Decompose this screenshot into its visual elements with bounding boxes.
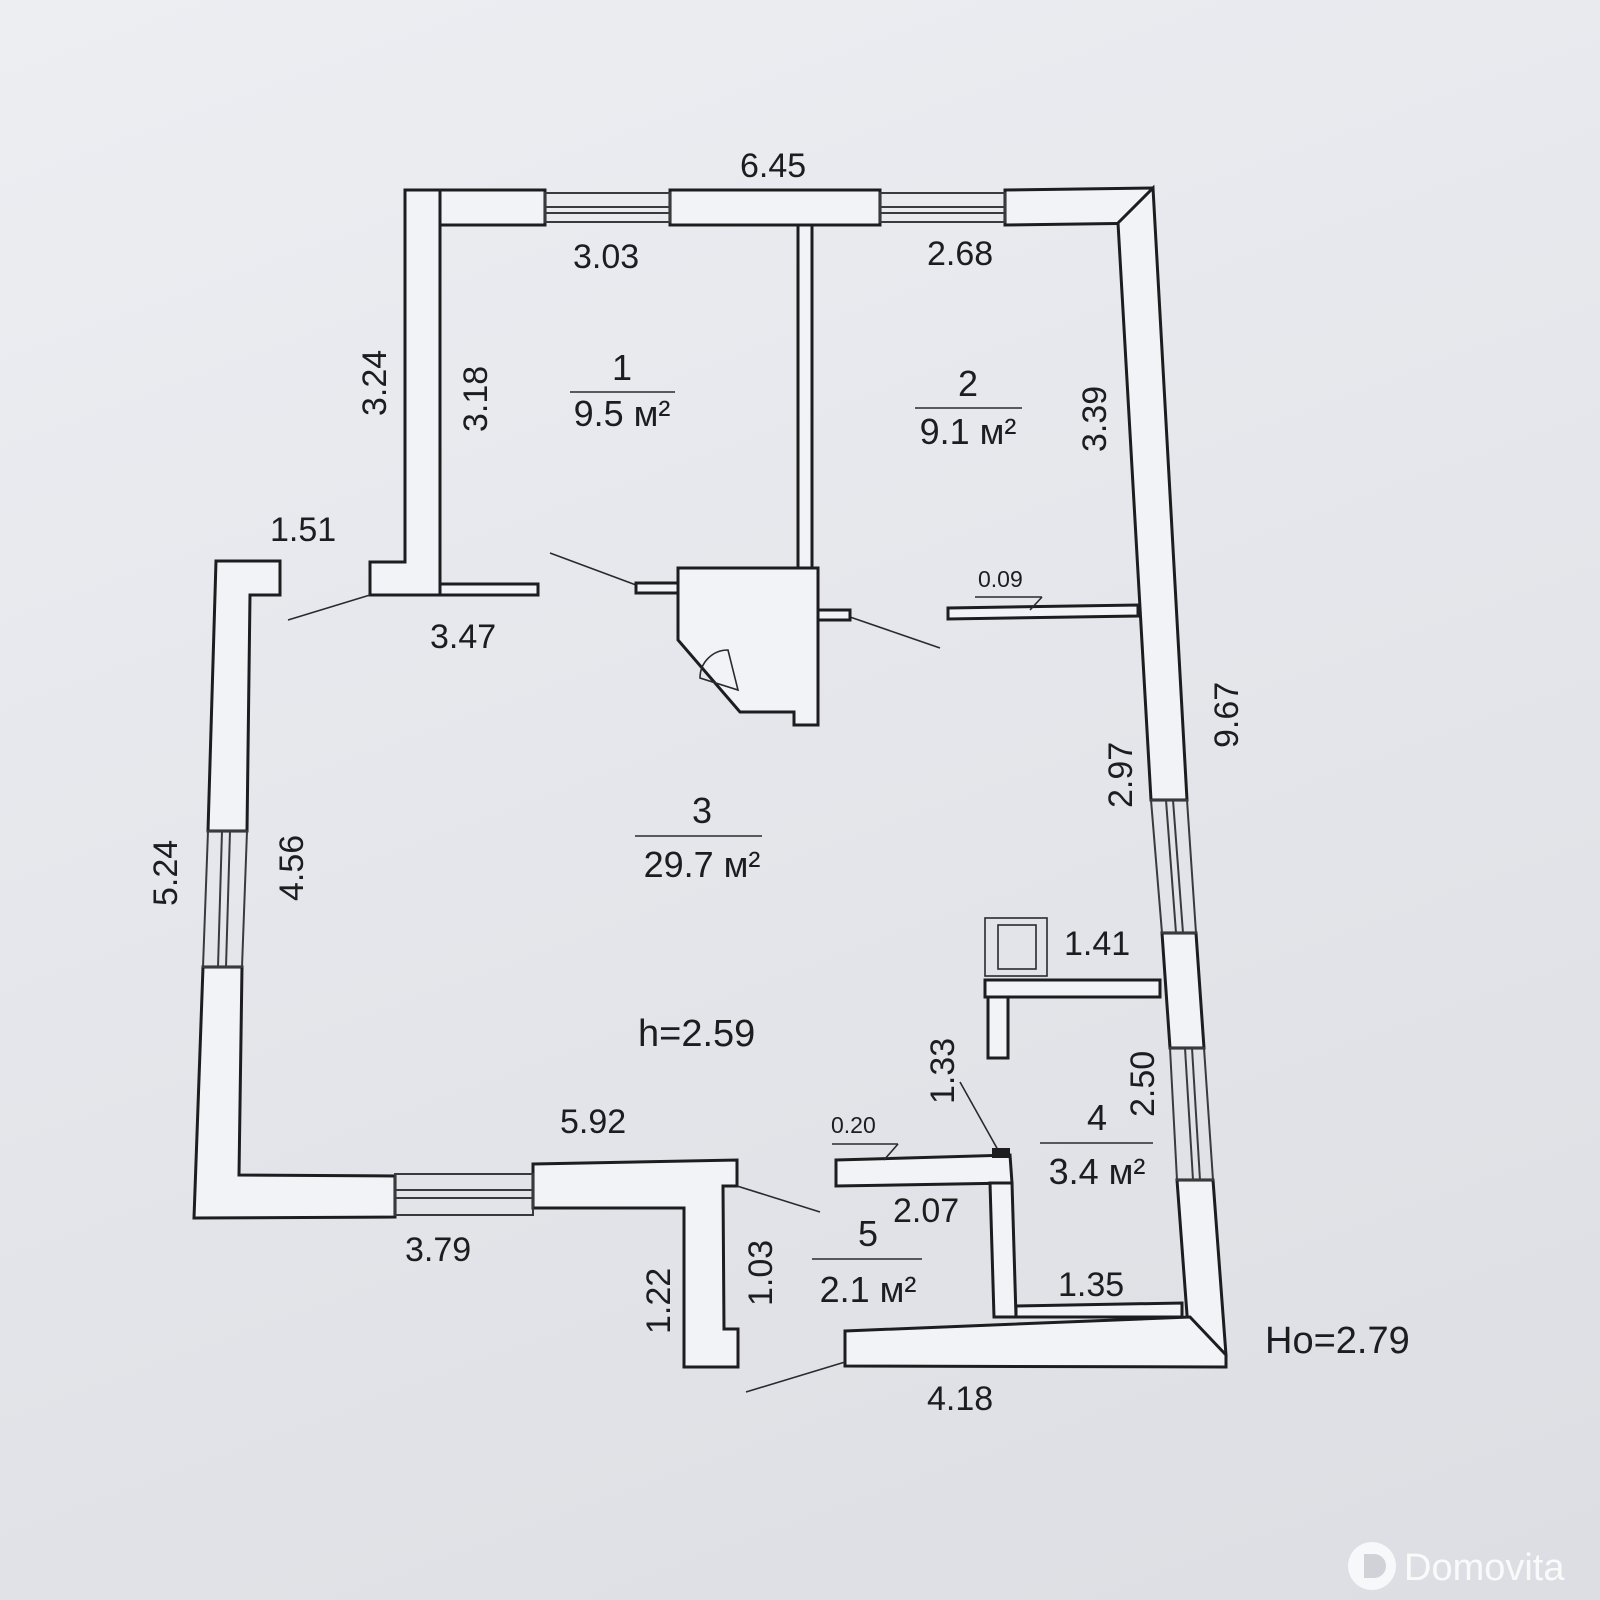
door-swing-room5 — [736, 1185, 821, 1213]
dim-left-inner: 4.56 — [273, 835, 311, 901]
door-swing-room4 — [959, 1081, 999, 1151]
watermark: Domovita — [1348, 1542, 1565, 1590]
room5-top-wall — [834, 1153, 1014, 1188]
right-wall-middle — [1160, 931, 1206, 1050]
dim-bottom-outer: 3.79 — [405, 1231, 471, 1269]
dim-porch-inner: 1.03 — [742, 1240, 780, 1306]
left-wall-lower — [192, 965, 397, 1220]
doors — [287, 552, 1048, 1393]
window-bottom — [394, 1173, 534, 1216]
dim-left-upper-wing: 3.24 — [356, 350, 394, 416]
door-swing-room2 — [849, 616, 941, 649]
dim-corridor-height: 1.33 — [924, 1038, 962, 1104]
windows — [201, 192, 1215, 1216]
window-right-lower — [1168, 1047, 1215, 1181]
dim-room1-width: 3.03 — [573, 238, 639, 276]
dim-partition-thickness: 0.09 — [978, 566, 1023, 592]
room-label-3: 3 29.7 м² — [635, 790, 762, 885]
dim-room5-width: 2.07 — [893, 1192, 959, 1230]
bottom-wall-porch — [531, 1158, 740, 1369]
door-leaf-room2 — [816, 608, 852, 622]
window-left — [201, 830, 249, 968]
room-area-3: 29.7 м² — [644, 844, 761, 885]
watermark-text: Domovita — [1404, 1547, 1565, 1589]
room-label-4: 4 3.4 м² — [1040, 1097, 1153, 1192]
room5-right-wall — [988, 1181, 1018, 1319]
room-number-1: 1 — [612, 347, 632, 388]
room-area-4: 3.4 м² — [1049, 1151, 1146, 1192]
window-top-left — [544, 192, 671, 223]
room1-bottom-stub — [438, 582, 540, 597]
bath-top-wall — [983, 978, 1162, 999]
door-swing-room1 — [549, 552, 637, 586]
room-number-4: 4 — [1087, 1097, 1107, 1138]
left-wall-upper — [206, 559, 282, 833]
dim-room1-depth: 3.18 — [457, 366, 495, 432]
stove-hatch-arc — [699, 649, 740, 692]
room-area-2: 9.1 м² — [920, 411, 1017, 452]
door-leaf-room1 — [634, 581, 680, 595]
outer-height-label: Ho=2.79 — [1265, 1320, 1410, 1362]
room-labels: 1 9.5 м² 2 9.1 м² 3 29.7 м² 4 3.4 м² 5 2… — [570, 347, 1153, 1310]
dim-room2-width: 2.68 — [927, 235, 993, 273]
dim-bath-depth: 2.50 — [1124, 1051, 1162, 1117]
dim-wall-thickness: 0.20 — [831, 1112, 876, 1138]
room-label-5: 5 2.1 м² — [812, 1213, 922, 1310]
inner-height-label: h=2.59 — [638, 1013, 755, 1055]
walls — [192, 184, 1228, 1369]
dim-bottom-right: 4.18 — [927, 1380, 993, 1418]
dim-right-overall: 9.67 — [1208, 682, 1246, 748]
window-top-right — [879, 192, 1006, 223]
partition-tick-0.20-slant — [883, 1143, 899, 1161]
window-right-middle — [1149, 799, 1198, 934]
room-label-2: 2 9.1 м² — [915, 363, 1022, 452]
sink-fixture — [984, 917, 1048, 977]
dim-room4-bottom: 1.35 — [1058, 1266, 1124, 1304]
room1-room2-partition — [796, 223, 814, 570]
bottom-wall-right — [843, 1315, 1228, 1369]
dimension-labels: 6.45 3.03 2.68 3.24 3.18 3.39 1.51 3.47 … — [147, 147, 1246, 1418]
dim-right-middle: 2.97 — [1102, 742, 1140, 808]
dim-left-outer: 5.24 — [147, 840, 185, 906]
dim-bottom-room3: 5.92 — [560, 1103, 626, 1141]
partition-tick-0.09-slant — [1029, 596, 1043, 611]
dim-porch-outer: 1.22 — [640, 1268, 678, 1334]
room-label-1: 1 9.5 м² — [570, 347, 675, 434]
door-swing-entrance-left — [287, 594, 371, 621]
watermark-logo-mark — [1364, 1554, 1386, 1578]
right-wall-upper — [1116, 184, 1189, 802]
dim-room1-bottom: 3.47 — [430, 618, 496, 656]
bath-left-wall — [986, 995, 1010, 1060]
stove-block — [676, 566, 820, 727]
room4-bottom-wall — [1014, 1301, 1184, 1319]
door-mark-room4 — [992, 1148, 1010, 1158]
room-area-1: 9.5 м² — [574, 393, 671, 434]
room-area-5: 2.1 м² — [820, 1269, 917, 1310]
dim-bath-width: 1.41 — [1064, 925, 1130, 963]
dim-room2-depth: 3.39 — [1076, 386, 1114, 452]
room-number-2: 2 — [958, 363, 978, 404]
room-number-5: 5 — [858, 1213, 878, 1254]
dim-step-width: 1.51 — [270, 511, 336, 549]
door-swing-porch — [745, 1361, 846, 1393]
room2-bottom-stub — [946, 603, 1140, 621]
room-number-3: 3 — [692, 790, 712, 831]
dim-top-overall: 6.45 — [740, 147, 806, 185]
top-wall-middle — [668, 188, 882, 227]
